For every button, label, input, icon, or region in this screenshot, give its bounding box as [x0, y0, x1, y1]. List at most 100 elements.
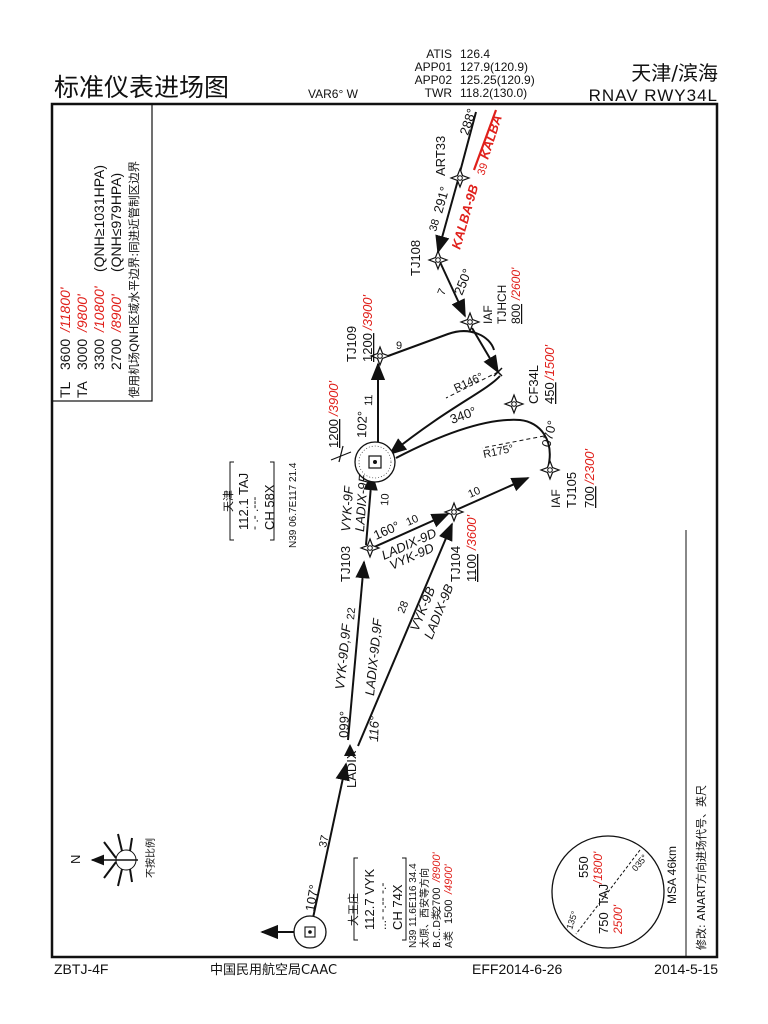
vyk-sector-note: 太原、西安等方向 — [418, 868, 431, 948]
leg-kalba9b-course: 291° — [430, 185, 452, 215]
label-tj109-feet: /3900' — [360, 294, 375, 331]
ta2-value: 3300 — [91, 339, 107, 370]
authority: 中国民用航空局CAAC — [210, 962, 337, 978]
leg-course070: 070° — [538, 419, 559, 449]
freq-value-app02: 125.25(120.9) — [460, 73, 535, 87]
ta-label: TA — [74, 380, 90, 398]
ta3-value: 2700 — [108, 339, 124, 370]
label-tj108: TJ108 — [408, 240, 423, 276]
vyk-a-feet: /4900' — [443, 863, 455, 895]
ta2-condition: (QNH≥1031HPA) — [91, 165, 107, 272]
label-art33: ART33 — [433, 136, 448, 176]
msa-south-feet: 2500' — [611, 904, 625, 935]
msa-diagram: 550 /1800' 750 TAJ 2500' 135° 035° MSA 4… — [551, 835, 679, 949]
leg-dist10a: 10 — [379, 493, 392, 506]
leg-course099: 099° — [336, 711, 352, 738]
freq-value-app01: 127.9(120.9) — [460, 60, 528, 74]
taj-freq-ident: 112.1 TAJ — [236, 473, 251, 530]
leg-vyk-ladix-9df: VYK-9D,9F — [332, 622, 354, 690]
qnh-note: 使用机场QNH区域水平边界:同进近管制区边界 — [127, 160, 141, 398]
label-cf34l-feet: /1500' — [542, 344, 557, 381]
label-tjhch-feet: /2600' — [509, 267, 523, 301]
label-tj105-feet: /2300' — [582, 448, 597, 485]
scale-note: 不按比例 — [144, 838, 157, 878]
leg-vyk9f: VYK-9F — [338, 485, 356, 533]
leg-dist10b: 10 — [404, 513, 420, 529]
msa-ident: TAJ — [596, 884, 611, 906]
msa-north-feet: /1800' — [591, 851, 605, 885]
leg-dist10c: 10 — [466, 485, 482, 501]
freq-value-twr: 118.2(130.0) — [460, 86, 527, 100]
freq-label-app02: APP02 — [415, 73, 453, 87]
freq-label-twr: TWR — [425, 86, 453, 100]
fix-tjhch — [460, 312, 480, 332]
vyk-a-alt: 1500 — [443, 900, 455, 924]
tl-feet: /11800' — [57, 286, 73, 333]
label-taj-alt: 1200 — [326, 419, 341, 448]
leg-kalba9b-dist: 38 — [427, 218, 442, 233]
label-tjhch: TJHCH — [495, 285, 509, 324]
label-tj105-role: IAF — [549, 489, 563, 508]
taj-navaid-box: 天津 112.1 TAJ - .- .--- CH 58X N39 06.7E1… — [222, 461, 299, 548]
label-cf34l-alt: 450 — [542, 382, 557, 404]
taj-vor-symbol — [330, 441, 396, 483]
vyk-vor-symbol — [293, 915, 327, 949]
leg-course340: 340° — [448, 404, 478, 427]
vyk-freq-ident: 112.7 VYK — [362, 868, 377, 930]
vyk-a-label: A类 — [442, 931, 455, 948]
label-tj103: TJ103 — [338, 546, 353, 582]
label-cf34l: CF34L — [526, 365, 541, 404]
ladix-fix-triangle — [344, 744, 356, 756]
north-arrow: N 不按比例 — [68, 833, 157, 887]
frequency-list: ATIS 126.4 APP01 127.9(120.9) APP02 125.… — [415, 47, 535, 100]
tl-label: TL — [57, 381, 73, 398]
label-tjhch-role: IAF — [481, 305, 495, 324]
chart-frame — [50, 102, 719, 959]
freq-value-atis: 126.4 — [460, 47, 490, 61]
msa-label: MSA 46km — [665, 846, 679, 904]
msa-north-alt: 550 — [576, 856, 591, 878]
label-tj105-alt: 700 — [582, 486, 597, 508]
revision-date: 2014-5-15 — [654, 961, 718, 977]
taj-morse: - .- .--- — [247, 497, 261, 530]
label-tj104-feet: /3600' — [464, 514, 479, 551]
label-tj104: TJ104 — [448, 546, 463, 582]
north-label: N — [68, 855, 83, 864]
route-lines — [260, 109, 551, 940]
turn-point-x — [493, 367, 503, 377]
vyk-channel: CH 74X — [390, 884, 405, 930]
leg-course107: 107° — [302, 883, 321, 912]
leg-dist37: 37 — [317, 834, 331, 848]
ta1-feet: /9800' — [74, 293, 90, 333]
leg-tj108-dist: 7 — [436, 287, 449, 297]
chart-title: 标准仪表进场图 — [54, 73, 229, 102]
label-taj-feet: /3900' — [326, 380, 341, 417]
tl-value: 3600 — [57, 339, 73, 370]
leg-dist11: 11 — [363, 394, 375, 406]
vyk-morse: ...- -.-- -.- — [375, 883, 389, 930]
leg-kalba-dist: 39 — [475, 162, 490, 177]
taj-channel: CH 58X — [262, 484, 277, 530]
leg-r175: R175° — [482, 443, 515, 461]
vyk-bcd-label: B.C.D类 — [430, 910, 443, 948]
leg-course116: 116° — [366, 716, 382, 742]
ta2-feet: /10800' — [91, 285, 107, 333]
vyk-bcd-alt: 2700 — [431, 888, 443, 912]
label-tjhch-alt: 800 — [509, 304, 523, 324]
magnetic-variation: VAR6° W — [308, 87, 359, 101]
vyk-bcd-feet: /8900' — [431, 851, 443, 883]
fix-tj104 — [444, 502, 464, 522]
label-tj104-alt: 1100 — [464, 554, 479, 582]
label-tj105: TJ105 — [564, 472, 579, 508]
fix-tj105 — [540, 460, 560, 480]
msa-south-alt: 750 — [596, 912, 611, 934]
leg-tj109-dist: 9 — [396, 340, 402, 352]
vyk-coords: N39 11.6E116 34.4 — [408, 863, 419, 948]
label-tj109-alt: 1200 — [360, 333, 375, 362]
leg-dist22: 22 — [345, 607, 358, 620]
procedure-name: RNAV RWY34L — [589, 86, 718, 105]
leg-kalba-course: 288° — [457, 107, 480, 137]
fix-cf34l — [504, 394, 524, 414]
label-ladix: LADIX — [344, 750, 359, 788]
